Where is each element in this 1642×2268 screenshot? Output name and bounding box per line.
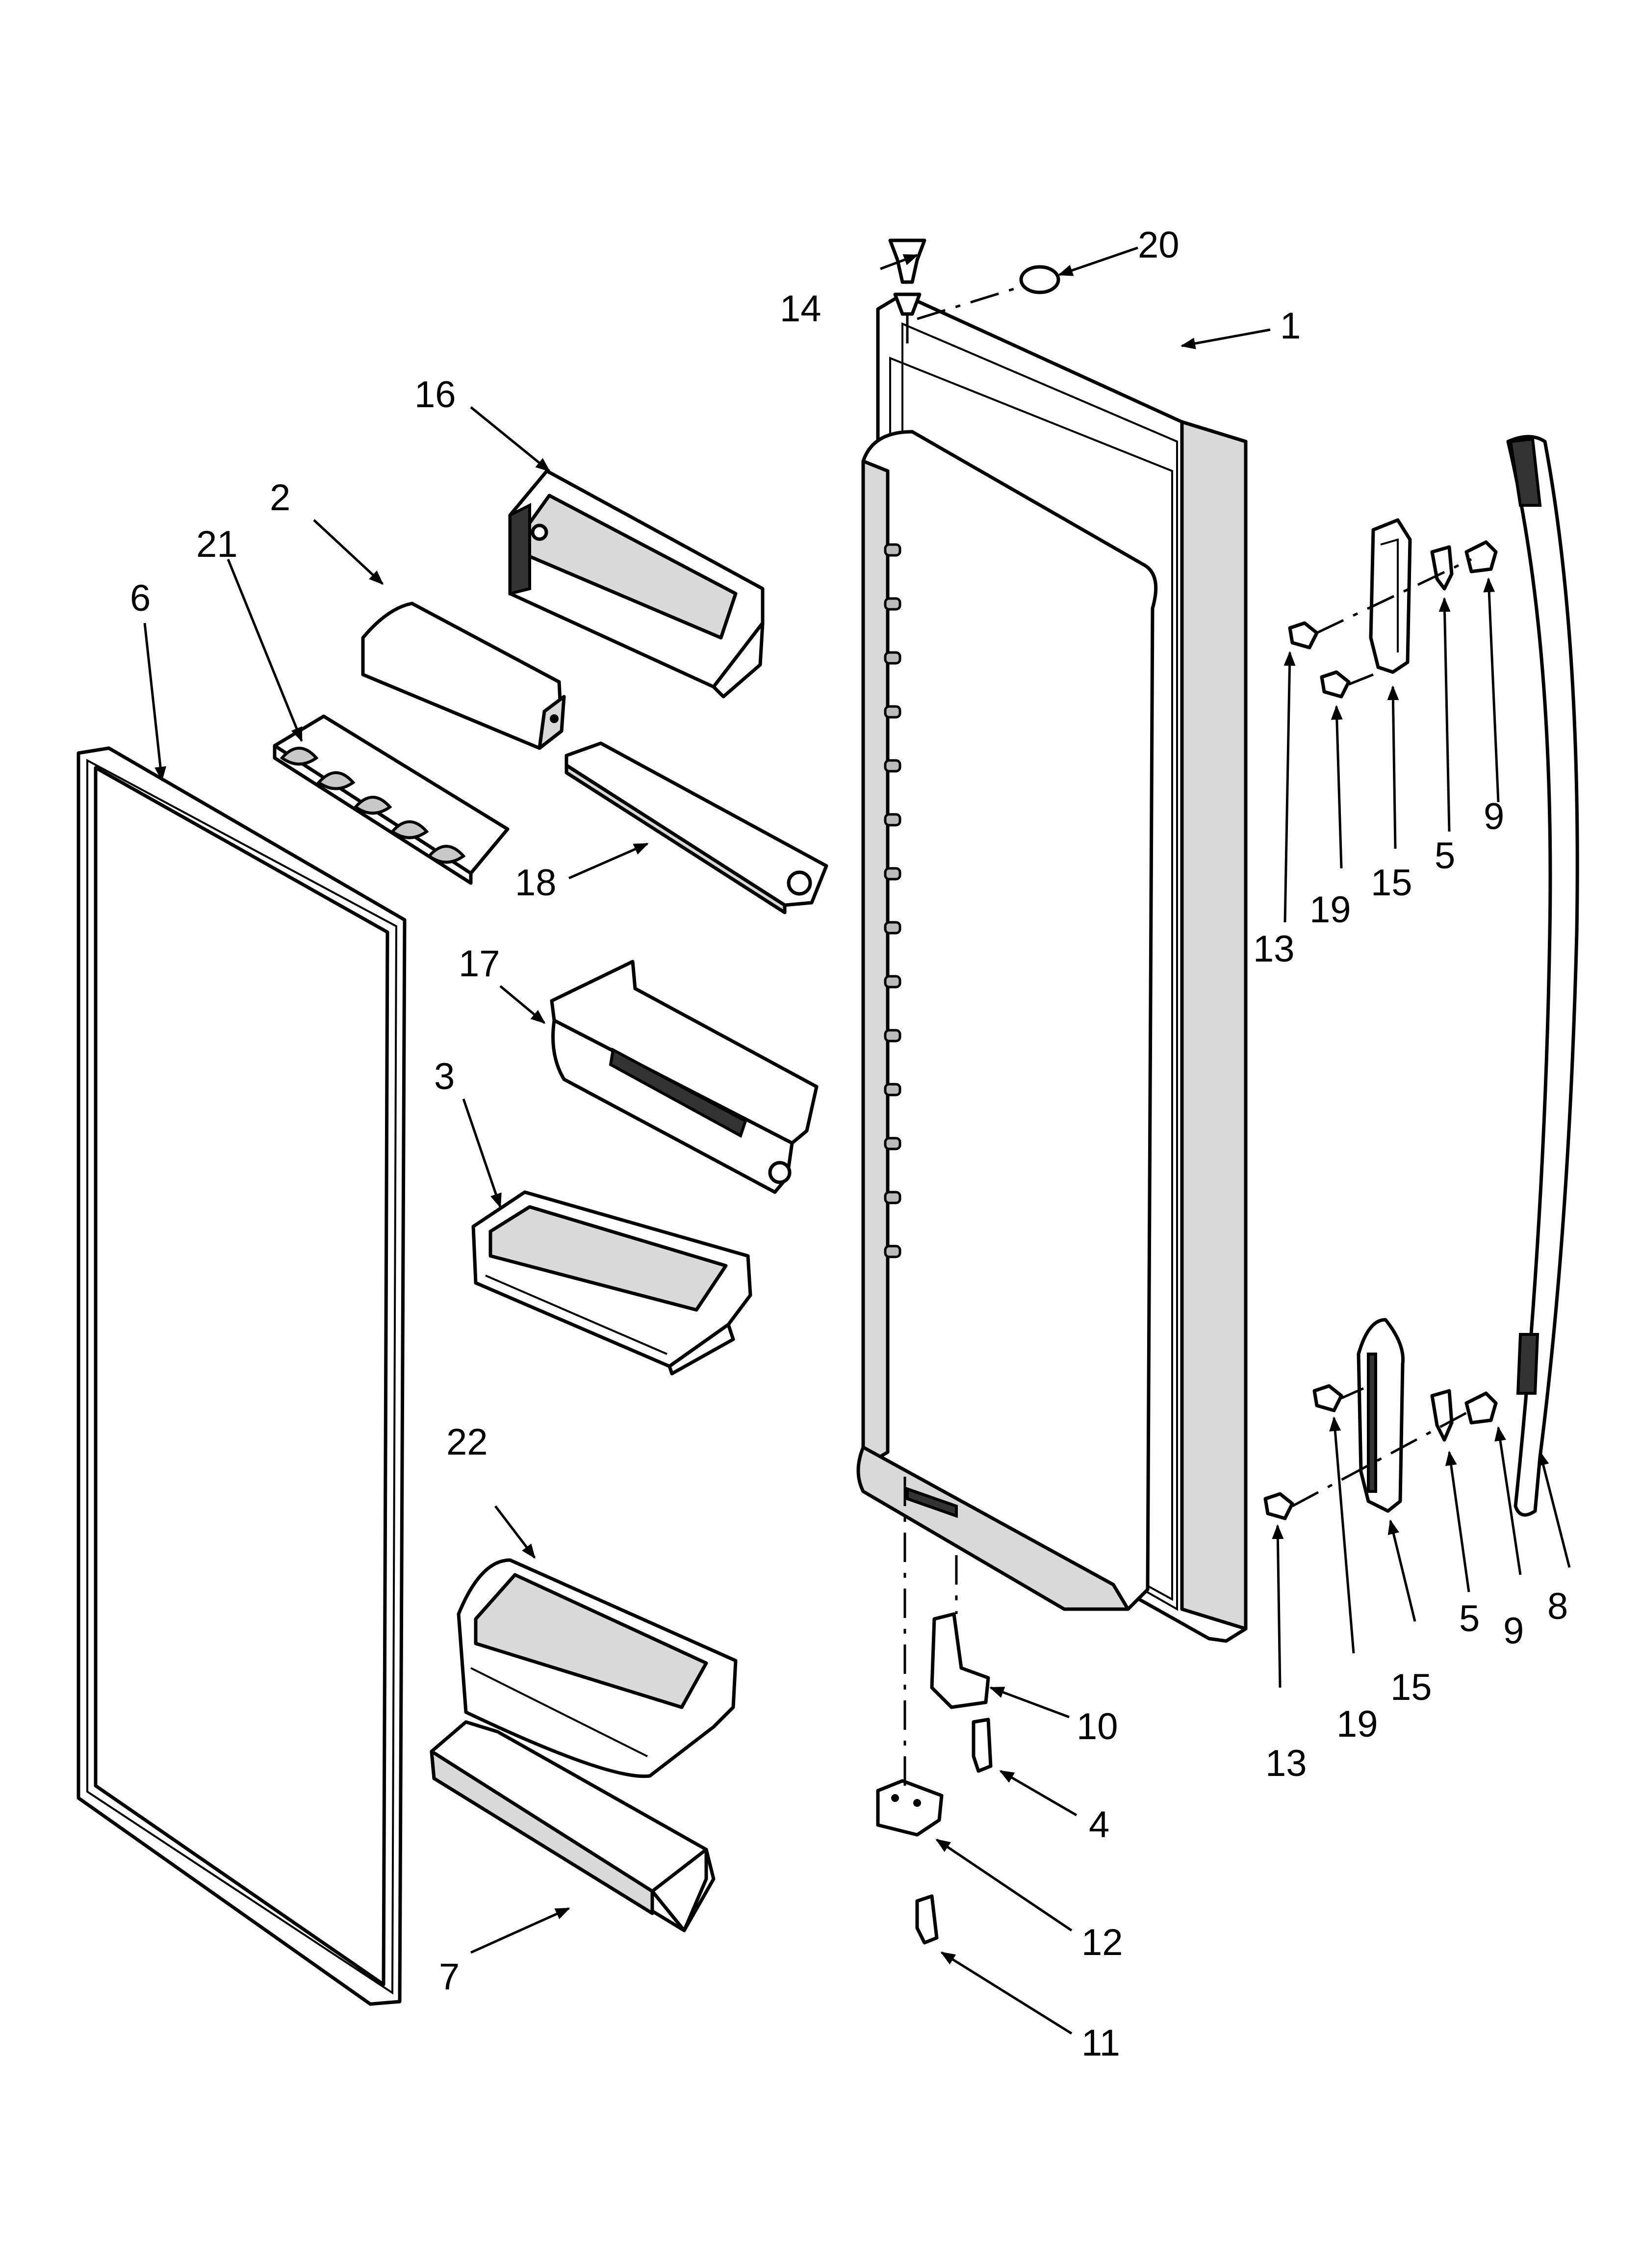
callout-16: 16	[414, 374, 456, 416]
callout-2: 2	[270, 477, 290, 519]
door-bin-lower-part	[457, 1558, 738, 1778]
dairy-door-part	[361, 601, 566, 750]
callout-5-upper: 5	[1435, 835, 1455, 877]
callout-14: 14	[780, 288, 821, 330]
door-bar-part	[430, 1720, 716, 1932]
hinge-bracket-part	[876, 1779, 944, 1837]
callout-labels: 1 2 3 4 5 5 6 7 8 9 9 10 11 12 13 13 14 …	[130, 224, 1568, 2064]
hinge-pin-part	[930, 1612, 990, 1709]
hinge-screw-part	[972, 1718, 993, 1773]
door-shelf-part	[550, 960, 819, 1194]
callout-3: 3	[434, 1056, 455, 1097]
callout-13-lower: 13	[1265, 1743, 1307, 1784]
clip-upper-part	[1430, 545, 1454, 591]
handle-mount-lower-part	[1357, 1318, 1405, 1513]
callout-19-upper: 19	[1309, 889, 1351, 931]
handle-mount-upper-part	[1369, 518, 1412, 674]
callout-18: 18	[515, 862, 557, 904]
egg-tray-part	[273, 714, 510, 885]
callout-22: 22	[446, 1421, 488, 1463]
callout-9-upper: 9	[1484, 796, 1504, 837]
callout-15-upper: 15	[1371, 862, 1412, 904]
callout-7: 7	[439, 1956, 460, 1998]
dairy-compartment-part	[508, 469, 765, 699]
bracket-screw-part	[915, 1894, 939, 1945]
screw-19-lower-part	[1312, 1384, 1343, 1412]
callout-6: 6	[130, 577, 151, 619]
callout-4: 4	[1089, 1804, 1109, 1846]
callout-9-lower: 9	[1503, 1610, 1524, 1652]
screw-9-upper-part	[1464, 540, 1498, 574]
callout-15-lower: 15	[1390, 1667, 1432, 1708]
screw-13-lower-part	[1263, 1492, 1294, 1520]
shelf-trim-part	[564, 741, 828, 914]
door-handle-part	[1506, 435, 1579, 1517]
clip-lower-part	[1430, 1389, 1454, 1442]
leader-lines	[143, 246, 1571, 2035]
door-bin-part	[471, 1190, 752, 1376]
screw-13-upper-part	[1288, 621, 1319, 650]
callout-13-upper: 13	[1253, 928, 1295, 970]
callout-12: 12	[1081, 1922, 1123, 1963]
callout-19-lower: 19	[1336, 1703, 1378, 1745]
callout-21: 21	[196, 523, 238, 565]
door-plug-part	[1019, 265, 1060, 294]
door-gasket-part	[77, 746, 407, 2006]
screw-19-upper-part	[1320, 670, 1351, 699]
callout-8: 8	[1547, 1586, 1568, 1627]
callout-5-lower: 5	[1459, 1598, 1480, 1640]
callout-1: 1	[1280, 305, 1301, 347]
callout-11: 11	[1081, 2022, 1120, 2064]
screw-9-lower-part	[1464, 1391, 1498, 1425]
refrigerator-door-part	[856, 292, 1248, 1643]
callout-17: 17	[459, 943, 500, 985]
callout-10: 10	[1077, 1706, 1118, 1747]
callout-20: 20	[1138, 224, 1180, 266]
